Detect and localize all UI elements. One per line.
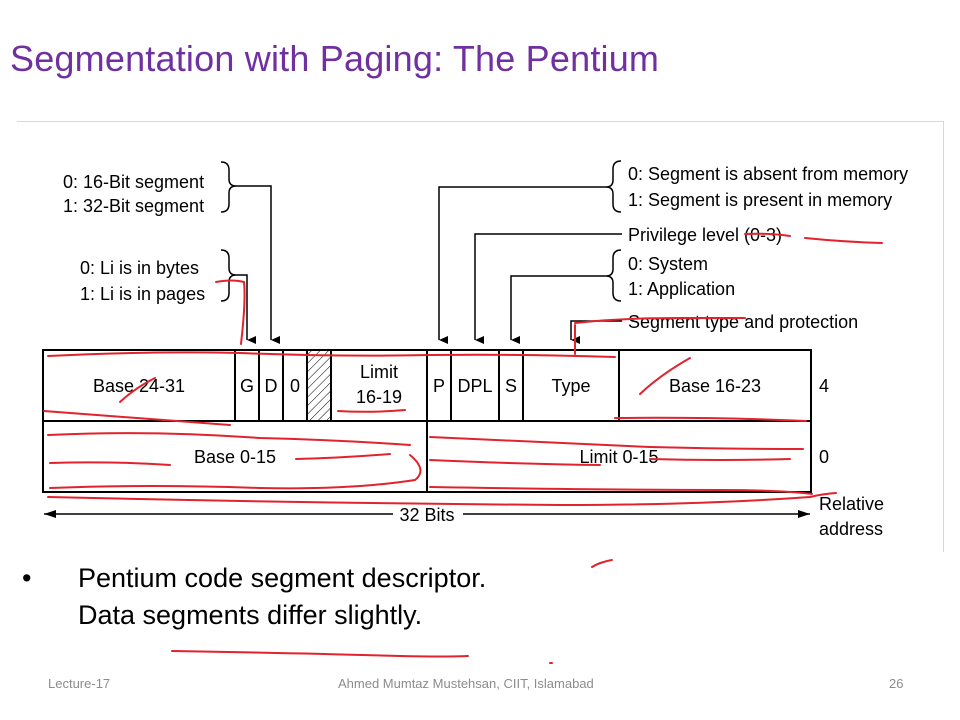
field-zero: 0 xyxy=(290,376,300,396)
g-note-line2: 1: 32-Bit segment xyxy=(63,196,204,216)
s-note-line1: 0: System xyxy=(628,254,708,274)
g-note-line1: 0: 16-Bit segment xyxy=(63,172,204,192)
relative-address-line2: address xyxy=(819,519,883,539)
bullet-line-1: Pentium code segment descriptor. xyxy=(78,563,487,593)
field-limit-line1: Limit xyxy=(360,362,398,382)
bits-label: 32 Bits xyxy=(399,505,454,525)
offset-4: 4 xyxy=(819,376,829,396)
footer-page-number: 26 xyxy=(889,676,904,691)
field-s: S xyxy=(505,376,517,396)
field-dpl: DPL xyxy=(457,376,492,396)
field-g: G xyxy=(240,376,254,396)
field-base-16-23: Base 16-23 xyxy=(669,376,761,396)
relative-address-line1: Relative xyxy=(819,494,884,514)
type-note: Segment type and protection xyxy=(628,312,858,332)
d-note-line1: 0: Li is in bytes xyxy=(80,258,199,278)
figure-frame xyxy=(17,121,944,552)
field-limit-line2: 16-19 xyxy=(356,387,402,407)
footer-author: Ahmed Mumtaz Mustehsan, CIIT, Islamabad xyxy=(338,676,594,691)
p-note-line2: 1: Segment is present in memory xyxy=(628,190,892,210)
right-pointer-lines xyxy=(438,186,622,344)
bits-label-bg xyxy=(393,504,463,524)
red-underline xyxy=(171,650,469,658)
s-note-line2: 1: Application xyxy=(628,279,735,299)
field-p: P xyxy=(433,376,445,396)
left-pointer-lines xyxy=(236,185,280,344)
field-type: Type xyxy=(551,376,590,396)
bullet-dot: • xyxy=(22,563,32,593)
slide-title: Segmentation with Paging: The Pentium xyxy=(10,38,660,79)
p-note-line1: 0: Segment is absent from memory xyxy=(628,164,908,184)
footer-lecture: Lecture-17 xyxy=(48,676,111,691)
field-limit-0-15: Limit 0-15 xyxy=(579,447,658,467)
right-brackets xyxy=(605,160,622,302)
dpl-note: Privilege level (0-3) xyxy=(628,225,782,245)
offset-0: 0 xyxy=(819,447,829,467)
descriptor-grid xyxy=(42,349,812,493)
field-d: D xyxy=(265,376,278,396)
field-base-0-15: Base 0-15 xyxy=(194,447,276,467)
red-annotations xyxy=(43,232,883,664)
reserved-hatched-cell xyxy=(308,351,330,420)
d-note-line2: 1: Li is in pages xyxy=(80,284,205,304)
bullet-line-2: Data segments differ slightly. xyxy=(78,600,423,630)
bullet-item: Pentium code segment descriptor. Data se… xyxy=(78,560,486,634)
